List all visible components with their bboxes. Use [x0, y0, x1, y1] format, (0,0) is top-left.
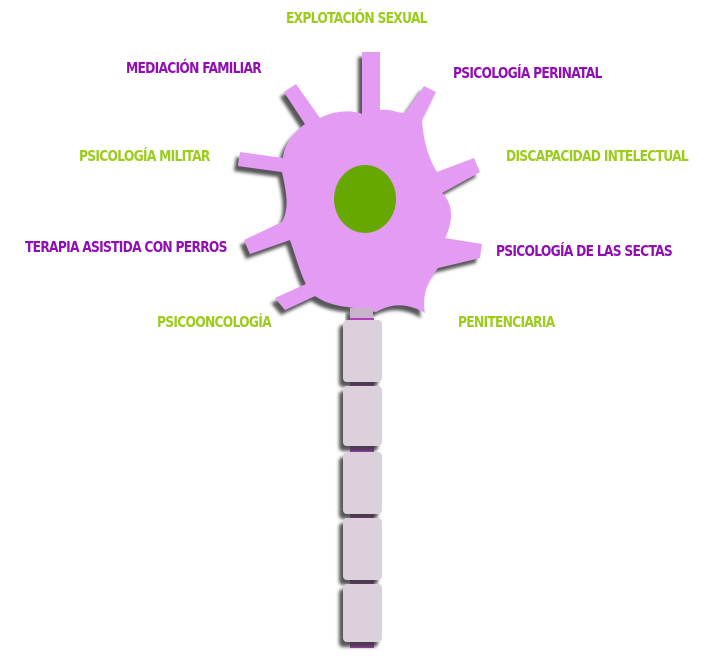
- axon-segment: [343, 518, 382, 580]
- label-psicologia-perinatal: PSICOLOGÍA PERINATAL: [453, 64, 602, 82]
- label-explotacion-sexual: EXPLOTACIÓN SEXUAL: [286, 9, 427, 27]
- axon-segment: [343, 584, 382, 642]
- label-penitenciaria: PENITENCIARIA: [458, 313, 554, 331]
- label-psicooncologia: PSICOONCOLOGÍA: [157, 313, 271, 331]
- label-psicologia-militar: PSICOLOGÍA MILITAR: [79, 147, 210, 165]
- label-mediacion-familiar: MEDIACIÓN FAMILIAR: [126, 59, 261, 77]
- label-psicologia-sectas: PSICOLOGÍA DE LAS SECTAS: [496, 242, 672, 260]
- label-discapacidad-intelectual: DISCAPACIDAD INTELECTUAL: [506, 147, 688, 165]
- axon-segment: [343, 452, 382, 514]
- axon-segment: [343, 386, 382, 446]
- axon-segment: [343, 320, 382, 382]
- axon: [343, 308, 382, 648]
- label-terapia-asistida: TERAPIA ASISTIDA CON PERROS: [25, 238, 227, 256]
- nucleus: [334, 165, 396, 233]
